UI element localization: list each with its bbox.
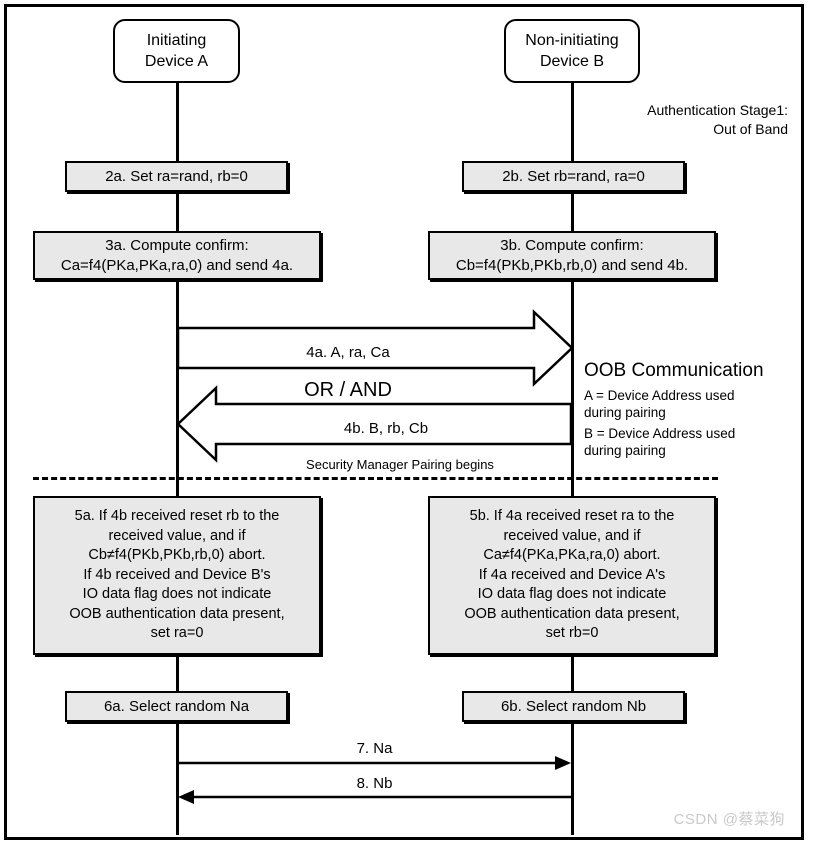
csdn-watermark: CSDN @蔡菜狗 xyxy=(673,811,785,828)
lifeline-device-a xyxy=(176,83,179,835)
oob-communication-title: OOB Communication xyxy=(584,360,764,381)
step-label-3b: 3b. Compute confirm: Cb=f4(PKb,PKb,rb,0)… xyxy=(455,236,689,274)
step-box-2a[interactable]: 2a. Set ra=rand, rb=0 xyxy=(65,161,288,192)
message-label-4a: 4a. A, ra, Ca xyxy=(306,344,390,361)
actor-label-device-a: Initiating Device A xyxy=(144,32,209,70)
step-label-2b: 2b. Set rb=rand, ra=0 xyxy=(502,167,645,185)
step-box-5a[interactable]: 5a. If 4b received reset rb to the recei… xyxy=(33,496,321,655)
actor-box-device-a[interactable]: Initiating Device A xyxy=(113,19,240,83)
oob-address-a-note: A = Device Address used during pairing xyxy=(584,388,735,420)
step-box-2b[interactable]: 2b. Set rb=rand, ra=0 xyxy=(462,161,685,192)
step-label-3a: 3a. Compute confirm: Ca=f4(PKa,PKa,ra,0)… xyxy=(60,236,294,274)
step-box-5b[interactable]: 5b. If 4a received reset ra to the recei… xyxy=(428,496,716,655)
message-label-8: 8. Nb xyxy=(356,775,393,792)
step-box-6b[interactable]: 6b. Select random Nb xyxy=(462,691,685,722)
step-box-3a[interactable]: 3a. Compute confirm: Ca=f4(PKa,PKa,ra,0)… xyxy=(33,231,321,280)
message-label-7: 7. Na xyxy=(356,740,393,757)
lifeline-device-b xyxy=(571,83,574,835)
step-label-5b: 5b. If 4a received reset ra to the recei… xyxy=(464,508,680,642)
step-label-5a: 5a. If 4b received reset rb to the recei… xyxy=(69,508,285,642)
pairing-separator-line xyxy=(33,477,718,480)
oob-address-b-note: B = Device Address used during pairing xyxy=(584,426,736,458)
message-label-or-and: OR / AND xyxy=(304,379,392,401)
authentication-stage-note: Authentication Stage1: Out of Band xyxy=(647,102,788,137)
step-label-2a: 2a. Set ra=rand, rb=0 xyxy=(105,167,248,185)
step-box-6a[interactable]: 6a. Select random Na xyxy=(65,691,288,722)
step-box-3b[interactable]: 3b. Compute confirm: Cb=f4(PKb,PKb,rb,0)… xyxy=(428,231,716,280)
message-label-4b: 4b. B, rb, Cb xyxy=(343,420,429,437)
actor-box-device-b[interactable]: Non-initiating Device B xyxy=(504,19,640,83)
step-label-6b: 6b. Select random Nb xyxy=(500,697,647,715)
separator-label: Security Manager Pairing begins xyxy=(306,457,494,472)
actor-label-device-b: Non-initiating Device B xyxy=(525,32,619,70)
step-label-6a: 6a. Select random Na xyxy=(103,697,250,715)
